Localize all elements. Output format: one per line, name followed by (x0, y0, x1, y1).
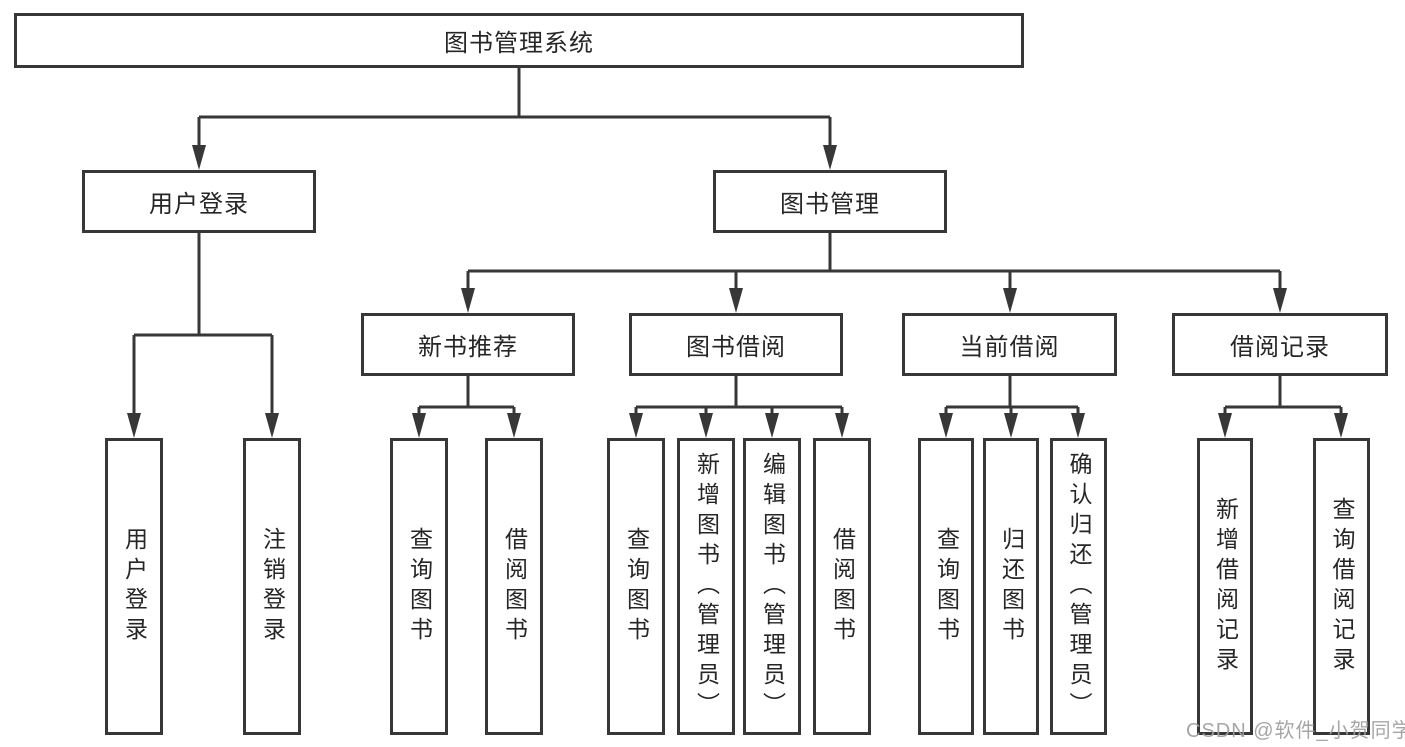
node-library-system: 图书管理系统 (14, 13, 1024, 68)
arrowheads (127, 145, 1348, 438)
leaf-logout: 注销登录 (243, 438, 301, 735)
leaf-borrowing-query-books: 查询图书 (607, 438, 665, 735)
leaf-current-return-books: 归还图书 (983, 438, 1039, 735)
leaf-user-login: 用户登录 (105, 438, 163, 735)
leaf-recommend-query-books: 查询图书 (390, 438, 448, 735)
node-book-management: 图书管理 (713, 170, 947, 233)
node-new-book-recommend: 新书推荐 (361, 313, 575, 376)
leaf-borrowing-borrow-books: 借阅图书 (813, 438, 871, 735)
leaf-current-confirm-return-admin: 确认归还（管理员） (1050, 438, 1107, 735)
node-current-borrowing: 当前借阅 (902, 313, 1117, 376)
leaf-records-add-record: 新增借阅记录 (1197, 438, 1253, 735)
leaf-borrowing-add-books-admin: 新增图书（管理员） (677, 438, 735, 735)
node-borrowing-records: 借阅记录 (1172, 313, 1388, 376)
node-book-borrowing: 图书借阅 (629, 313, 843, 376)
node-user-login: 用户登录 (82, 170, 316, 233)
leaf-borrowing-edit-books-admin: 编辑图书（管理员） (743, 438, 801, 735)
leaf-current-query-books: 查询图书 (918, 438, 974, 735)
leaf-records-query-record: 查询借阅记录 (1313, 438, 1370, 735)
watermark: CSDN @软件_小贺同学 (1186, 720, 1405, 742)
leaf-recommend-borrow-books: 借阅图书 (485, 438, 543, 735)
